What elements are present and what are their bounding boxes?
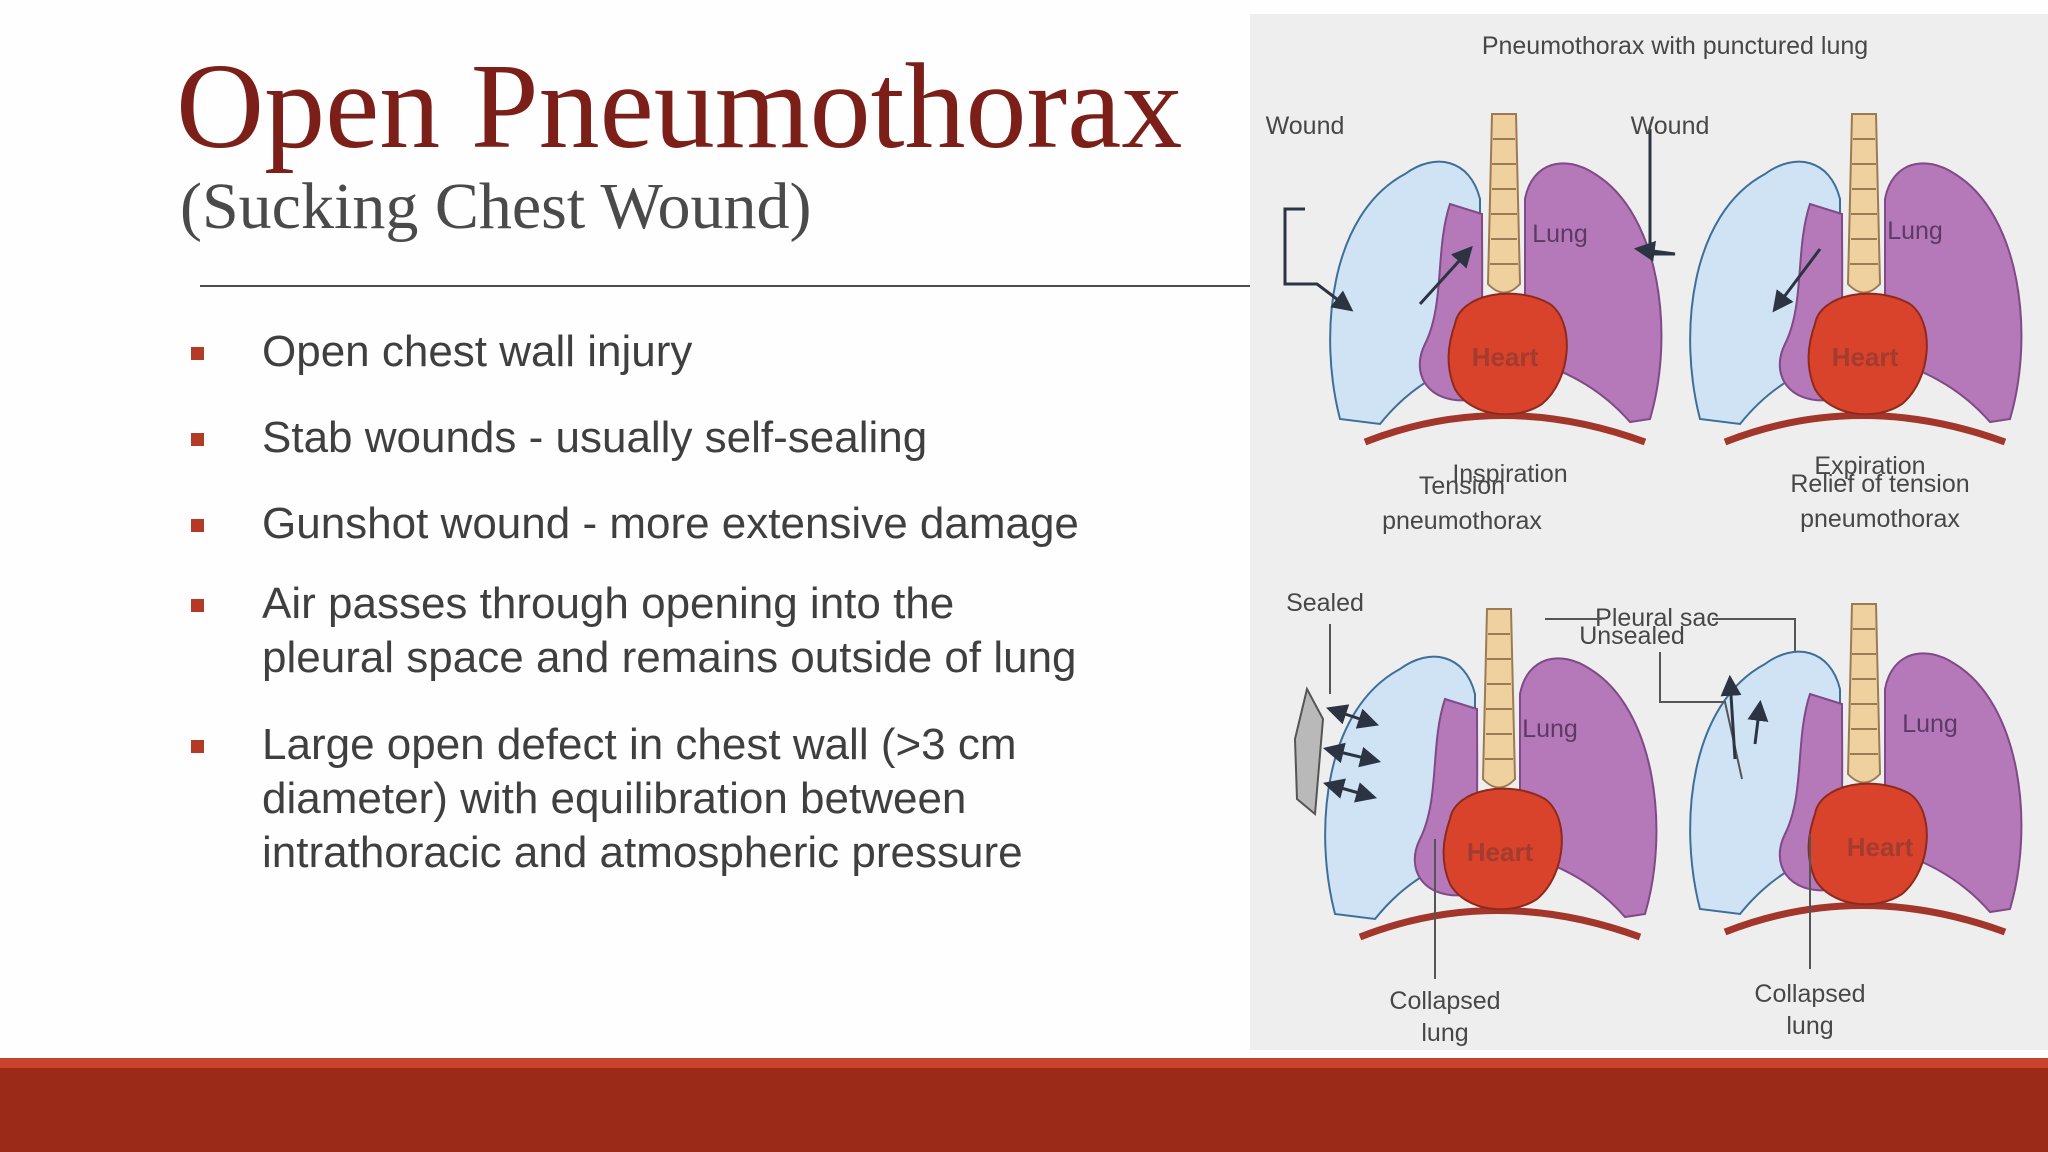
panel-title-line: Tension: [1419, 472, 1505, 500]
heart-label: Heart: [1847, 832, 1914, 862]
bullet-marker: [191, 740, 204, 753]
heart-label: Heart: [1472, 342, 1539, 372]
pressure-arrow: [1326, 704, 1379, 729]
lung-label: Lung: [1902, 710, 1958, 738]
heart-label: Heart: [1832, 342, 1899, 372]
collapsed-lung-label: Collapsed: [1754, 980, 1865, 1008]
bullet-marker: [191, 599, 204, 612]
bullet-line: Air passes through opening into the: [262, 579, 955, 628]
bullet-line: pleural space and remains outside of lun…: [262, 633, 1077, 682]
wound-label: Wound: [1631, 112, 1710, 140]
bullet-line: Large open defect in chest wall (>3 cm: [262, 720, 1017, 769]
bullet-line: Stab wounds - usually self-sealing: [262, 413, 928, 462]
collapsed-lung-label: Collapsed: [1389, 987, 1500, 1015]
footer-bar: [0, 1068, 2048, 1152]
bullet-item: Large open defect in chest wall (>3 cm d…: [180, 718, 1240, 880]
bullet-marker: [191, 519, 204, 532]
panel-relief-of-tension: Unsealed Lung Heart Collapsed lung: [1579, 604, 2021, 1040]
heart-label: Heart: [1467, 837, 1534, 867]
sealed-label: Sealed: [1286, 589, 1364, 617]
slide-subtitle: (Sucking Chest Wound): [180, 170, 812, 243]
pneumothorax-illustration: Pneumothorax with punctured lung Wound L…: [1266, 32, 2048, 1047]
collapsed-lung-label: lung: [1421, 1019, 1468, 1047]
wound-label: Wound: [1266, 112, 1345, 140]
thorax-illustration: [1325, 609, 1656, 937]
collapsed-lung-label: lung: [1786, 1012, 1833, 1040]
pleural-sac-label: Pleural sac: [1595, 604, 1719, 632]
panel-title-line: Relief of tension: [1790, 470, 1969, 498]
air-inflow-arrow: [1283, 207, 1354, 312]
panel-inspiration: Wound Lung Heart Inspiration: [1266, 112, 1662, 488]
bullet-line: diameter) with equilibration between: [262, 774, 967, 823]
bullet-list: Open chest wall injury Stab wounds - usu…: [180, 318, 1240, 880]
bullet-line: intrathoracic and atmospheric pressure: [262, 828, 1023, 877]
panel-expiration: Wound Lung Heart Expiration: [1631, 112, 2022, 480]
pressure-arrow: [1322, 742, 1382, 768]
title-divider: [200, 285, 1255, 287]
bullet-marker: [191, 433, 204, 446]
label-leader: [1329, 624, 1436, 979]
air-escape-arrow: [1747, 699, 1769, 745]
bullet-line: Gunshot wound - more extensive damage: [262, 499, 1079, 548]
state-label: Expiration: [1814, 452, 1925, 480]
state-label: Inspiration: [1452, 460, 1567, 488]
lung-label: Lung: [1887, 217, 1943, 245]
pressure-arrow: [1322, 778, 1378, 803]
bullet-item: Gunshot wound - more extensive damage: [180, 497, 1240, 551]
panel-tension-pneumothorax: Sealed Lung Heart Collapsed lung: [1286, 589, 1656, 1047]
bullet-item: Air passes through opening into the pleu…: [180, 577, 1240, 685]
airflow-arrow: [1772, 248, 1822, 313]
pneumothorax-diagram: Pneumothorax with punctured lung Wound L…: [1250, 14, 2048, 1050]
bullet-line: Open chest wall injury: [262, 327, 693, 376]
thorax-illustration: [1330, 114, 1661, 442]
unsealed-label: Unsealed: [1579, 622, 1685, 650]
air-escape-arrow: [1720, 674, 1742, 760]
lung-label: Lung: [1532, 220, 1588, 248]
sealed-dressing: [1293, 686, 1325, 816]
airflow-arrow: [1418, 245, 1473, 306]
diagram-caption: Pneumothorax with punctured lung: [1482, 32, 1868, 60]
panel-title-line: pneumothorax: [1800, 505, 1960, 533]
footer-stripe: [0, 1058, 2048, 1068]
thorax-illustration: [1690, 114, 2021, 442]
bullet-item: Open chest wall injury: [180, 325, 1240, 379]
lung-label: Lung: [1522, 715, 1578, 743]
air-outflow-arrow: [1633, 129, 1676, 262]
bullet-marker: [191, 347, 204, 360]
slide-title: Open Pneumothorax: [176, 39, 1183, 174]
bullet-item: Stab wounds - usually self-sealing: [180, 411, 1240, 465]
panel-title-line: pneumothorax: [1382, 507, 1542, 535]
